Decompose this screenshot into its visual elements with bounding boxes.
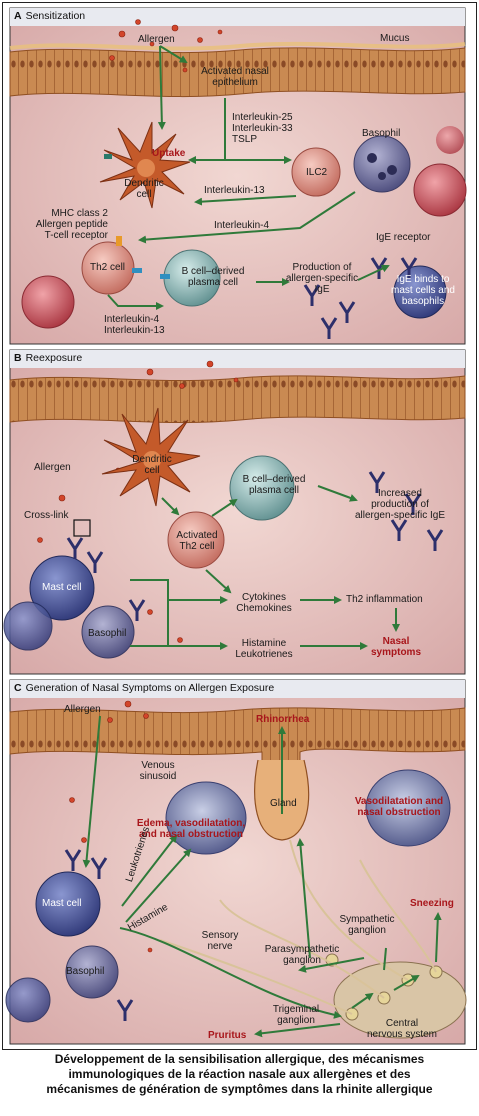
pathway-arrows-a <box>107 45 390 310</box>
ige-antibodies-a <box>303 257 418 339</box>
basophil-b <box>81 605 135 659</box>
rhinorrhea-label: Rhinorrhea <box>256 714 310 725</box>
mucus-layer <box>9 41 466 51</box>
mucus-label: Mucus <box>380 33 410 44</box>
interleukin4-label: Interleukin-4 <box>214 220 270 231</box>
plasma-cell-b <box>229 455 295 521</box>
nasal-epithelium-c <box>9 707 466 837</box>
mast-cell-a <box>393 265 447 319</box>
venous-sinusoid-left <box>165 781 247 855</box>
nerve-fibers <box>159 839 437 1015</box>
mast-cell-label-b: Mast cell <box>42 582 82 593</box>
allergen-label-a: Allergen <box>138 34 175 45</box>
panel-a <box>9 7 467 345</box>
plasma-cell-a <box>160 249 221 307</box>
pruritus-label: Pruritus <box>208 1030 247 1041</box>
figure-caption: Développement de la sensibilisation alle… <box>6 1052 473 1097</box>
cross-link-label: Cross-link <box>24 510 69 521</box>
basophil-c <box>65 945 119 999</box>
basophil-a <box>353 135 411 193</box>
caption-line-3: mécanismes de génération de symptômes da… <box>46 1082 433 1096</box>
sneezing-label: Sneezing <box>410 898 454 909</box>
allergen-label-b: Allergen <box>34 462 71 473</box>
allergen-label-c: Allergen <box>64 704 101 715</box>
interleukin13-label: Interleukin-13 <box>204 185 265 196</box>
basophil-label-b: Basophil <box>88 628 127 639</box>
ilc2-label: ILC2 <box>306 167 328 178</box>
panel-b <box>3 349 466 675</box>
mast-cell-c <box>35 871 101 937</box>
red-blood-cell-a2 <box>21 275 75 329</box>
dendritic-cell-b <box>101 407 201 507</box>
basophil-label-c: Basophil <box>66 966 105 977</box>
allergen-particles <box>109 19 223 73</box>
red-blood-cell-a <box>413 163 467 217</box>
venous-sinusoid-right <box>365 769 451 847</box>
pathway-arrows-c <box>82 715 442 1038</box>
panel-c <box>5 679 467 1045</box>
allergen-particles-c <box>69 700 153 953</box>
gland-label: Gland <box>270 798 297 809</box>
cross-link-box <box>73 519 91 537</box>
edema-label: Edema, vasodilatation,and nasal obstruct… <box>136 818 246 840</box>
caption-line-2: immunologiques de la réaction nasale aux… <box>68 1067 411 1081</box>
ilc2-cell <box>291 147 341 197</box>
th2-cell-a <box>81 236 142 295</box>
ige-antibodies-c <box>64 849 134 1021</box>
central-nervous-system <box>333 961 467 1039</box>
histamine-label-c: Histamine <box>126 901 171 934</box>
th2-inflammation-label: Th2 inflammation <box>346 594 423 605</box>
ige-antibodies-b <box>66 471 444 621</box>
caption-line-1: Développement de la sensibilisation alle… <box>54 1052 425 1066</box>
basophil-label-a: Basophil <box>362 128 401 139</box>
mast-cell-b <box>3 555 95 651</box>
activated-th2-cell <box>167 511 225 569</box>
th2-cell-label-a: Th2 cell <box>90 262 126 273</box>
ige-receptor-label: IgE receptor <box>376 232 431 243</box>
mast-cell-label-c: Mast cell <box>42 898 82 909</box>
pathway-arrows-b <box>130 485 400 650</box>
uptake-label: Uptake <box>152 148 186 159</box>
